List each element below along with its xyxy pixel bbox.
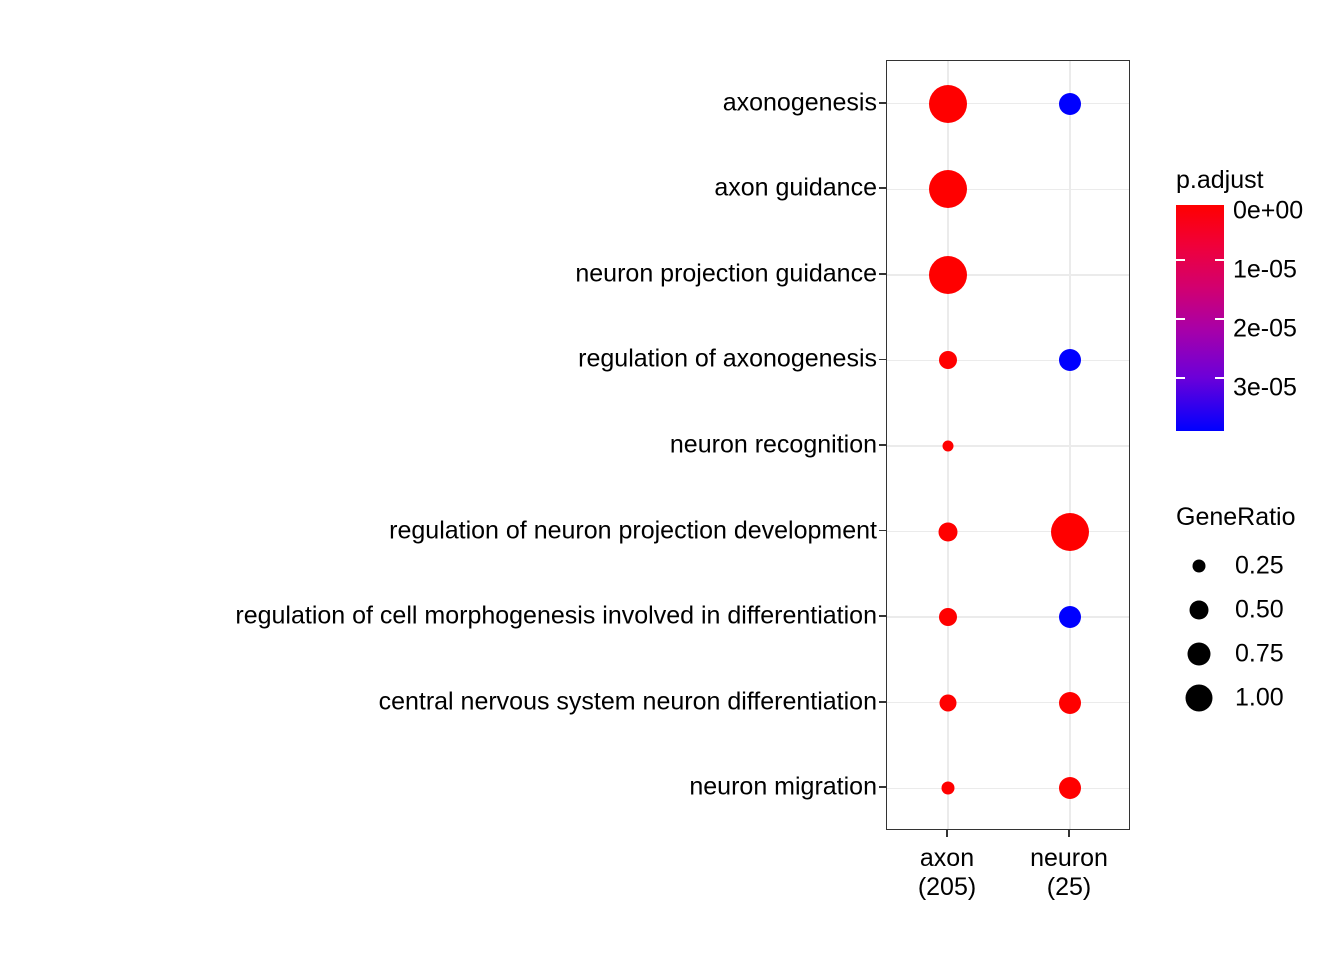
data-point[interactable]	[942, 440, 954, 452]
y-axis-label: regulation of neuron projection developm…	[389, 516, 877, 545]
data-point[interactable]	[1059, 92, 1081, 115]
data-point[interactable]	[939, 694, 957, 712]
data-point[interactable]	[1059, 606, 1081, 629]
y-axis-label: central nervous system neuron differenti…	[378, 687, 877, 716]
y-axis-tick	[879, 615, 886, 617]
data-point[interactable]	[938, 522, 958, 542]
y-axis-label: axon guidance	[714, 173, 877, 202]
padjust-tick-label: 2e-05	[1233, 314, 1297, 343]
generatio-legend-label: 0.50	[1235, 595, 1284, 624]
gridline-horizontal	[887, 616, 1129, 618]
padjust-legend-title: p.adjust	[1176, 166, 1264, 194]
generatio-legend-dot	[1187, 642, 1211, 666]
x-axis-label-count: (205)	[917, 872, 977, 901]
x-axis-tick	[946, 830, 948, 837]
colorbar-tick	[1176, 318, 1185, 320]
plot-panel	[886, 60, 1130, 830]
colorbar-tick	[1176, 377, 1185, 379]
gridline-horizontal	[887, 188, 1129, 191]
data-point[interactable]	[1059, 777, 1081, 800]
x-axis-tick	[1068, 830, 1070, 837]
data-point[interactable]	[1059, 691, 1081, 714]
colorbar-tick	[1176, 259, 1185, 261]
padjust-tick-label: 3e-05	[1233, 373, 1297, 402]
gridline-horizontal	[887, 445, 1129, 447]
generatio-legend-dot	[1192, 559, 1206, 573]
generatio-legend-label: 0.75	[1235, 639, 1284, 668]
generatio-legend-label: 0.25	[1235, 551, 1284, 580]
x-axis-label-count: (25)	[1046, 872, 1092, 901]
gridline-horizontal	[887, 103, 1129, 105]
data-point[interactable]	[939, 351, 957, 370]
gridline-horizontal	[887, 701, 1129, 704]
data-point[interactable]	[1051, 512, 1089, 551]
y-axis-tick	[879, 700, 886, 703]
y-axis-tick	[879, 786, 886, 789]
data-point[interactable]	[1059, 349, 1081, 372]
gridline-horizontal	[887, 359, 1129, 362]
y-axis-label: regulation of cell morphogenesis involve…	[235, 601, 877, 630]
generatio-legend-title: GeneRatio	[1176, 503, 1296, 531]
data-point[interactable]	[929, 84, 967, 123]
padjust-tick-label: 1e-05	[1233, 255, 1297, 284]
generatio-legend-label: 1.00	[1235, 683, 1284, 712]
colorbar-tick	[1215, 318, 1224, 320]
generatio-legend-dot	[1185, 684, 1213, 712]
y-axis-tick	[879, 272, 886, 275]
data-point[interactable]	[929, 170, 967, 209]
y-axis-tick	[879, 101, 886, 104]
y-axis-tick	[879, 187, 886, 190]
colorbar-tick	[1215, 377, 1224, 379]
y-axis-label: neuron migration	[689, 772, 877, 801]
y-axis-tick	[879, 358, 886, 361]
y-axis-label: neuron projection guidance	[575, 259, 877, 288]
padjust-colorbar	[1176, 205, 1224, 431]
x-axis-label-name: axon	[919, 844, 975, 872]
y-axis-tick	[879, 444, 886, 446]
generatio-legend-dot	[1189, 600, 1209, 620]
gridline-horizontal	[887, 787, 1129, 789]
data-point[interactable]	[941, 781, 955, 795]
data-point[interactable]	[939, 608, 957, 627]
y-axis-label: regulation of axonogenesis	[578, 344, 877, 373]
y-axis-label: axonogenesis	[722, 88, 877, 117]
padjust-tick-label: 0e+00	[1233, 196, 1304, 225]
data-point[interactable]	[929, 255, 967, 294]
x-axis-label: axon(205)	[918, 844, 976, 902]
gridline-horizontal	[887, 274, 1129, 276]
colorbar-tick	[1215, 259, 1224, 261]
y-axis-label: neuron recognition	[669, 430, 877, 459]
gridline-horizontal	[887, 530, 1129, 533]
y-axis-tick	[879, 529, 886, 532]
gridline-vertical	[1069, 61, 1071, 829]
x-axis-label-name: neuron	[1030, 844, 1108, 872]
x-axis-label: neuron(25)	[1030, 844, 1108, 902]
